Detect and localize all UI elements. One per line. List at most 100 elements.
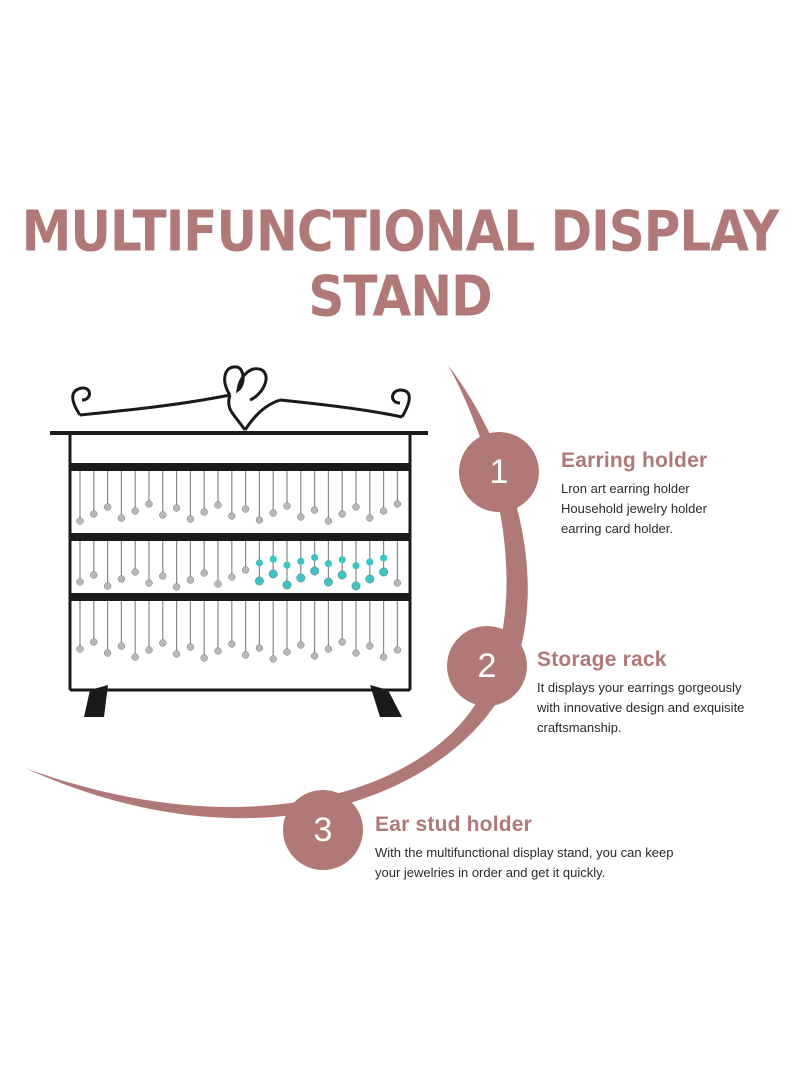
earring-charm xyxy=(159,511,167,519)
earring-charm xyxy=(269,655,277,663)
earring-charm xyxy=(379,653,388,661)
feature-1-line: Lron art earring holder xyxy=(561,481,690,496)
earring-charm xyxy=(200,569,208,577)
earring-charm xyxy=(379,567,389,577)
feature-1-line: Household jewelry holder xyxy=(561,501,707,516)
earring-charm xyxy=(172,583,181,591)
earring-charm xyxy=(228,512,236,520)
earring-charm xyxy=(393,579,402,587)
earring-charm xyxy=(117,514,126,522)
earring-charm xyxy=(310,652,319,660)
earring-charm xyxy=(324,517,333,525)
earring-charm xyxy=(186,576,195,584)
earring-charm xyxy=(297,641,305,649)
feature-3-title: Ear stud holder xyxy=(375,813,533,836)
earring-bead xyxy=(297,557,305,565)
earring-charm xyxy=(255,644,264,652)
feature-3-line: With the multifunctional display stand, … xyxy=(375,845,674,860)
earring-charm xyxy=(310,506,319,514)
earring-charm xyxy=(90,510,98,518)
earring-charm xyxy=(103,582,112,590)
feature-2: Storage rack It displays your earrings g… xyxy=(537,648,744,738)
feature-1-title: Earring holder xyxy=(561,449,708,472)
earring-charm xyxy=(337,570,347,580)
feature-2-line: It displays your earrings gorgeously xyxy=(537,680,742,695)
earring-charm xyxy=(186,515,195,523)
earring-charm xyxy=(103,503,112,511)
earring-charm xyxy=(200,508,208,516)
earring-charm xyxy=(159,639,167,647)
earring-bead xyxy=(324,559,332,568)
feature-3-number: 3 xyxy=(313,810,333,849)
earring-charm xyxy=(186,643,195,651)
earring-bead xyxy=(311,553,319,562)
earring-charm xyxy=(145,500,153,508)
feature-3-line: your jewelries in order and get it quick… xyxy=(375,865,606,880)
earring-charm xyxy=(214,580,222,588)
earring-charm xyxy=(228,640,236,648)
feature-2-line: with innovative design and exquisite xyxy=(537,700,745,715)
earring-charm xyxy=(117,642,126,650)
earring-charm xyxy=(172,650,181,658)
earring-charm xyxy=(254,576,264,586)
earring-charm xyxy=(228,573,236,581)
earring-charm xyxy=(268,569,278,579)
earring-charm xyxy=(338,510,346,518)
rack-feet xyxy=(84,685,402,717)
arc-band xyxy=(25,365,528,819)
page-title: MULTIFUNCTIONAL DISPLAY STAND xyxy=(21,199,780,329)
earring-charm xyxy=(145,579,153,587)
earring-charm xyxy=(393,646,402,654)
earring-charm xyxy=(200,654,208,662)
earring-charm xyxy=(255,516,264,524)
feature-2-number: 2 xyxy=(477,646,497,685)
earring-charm xyxy=(159,572,167,580)
earring-charm xyxy=(379,507,388,515)
earring-charm xyxy=(283,648,291,656)
earring-charm xyxy=(269,509,277,517)
earring-charm xyxy=(310,566,320,576)
earring-charm xyxy=(241,651,250,659)
feature-2-badge: 2 xyxy=(447,626,527,706)
feature-1: Earring holder Lron art earring holder H… xyxy=(561,449,707,539)
earring-charm xyxy=(352,503,360,511)
earring-charm xyxy=(76,517,84,525)
earring-charm xyxy=(282,580,292,590)
earring-charm xyxy=(297,513,305,521)
earring-charm xyxy=(145,646,153,654)
earring-bead xyxy=(352,562,360,570)
earring-bead xyxy=(255,559,263,567)
feature-2-line: craftsmanship. xyxy=(537,720,622,735)
earring-charm xyxy=(172,504,181,512)
feature-1-badge: 1 xyxy=(459,432,539,512)
earring-charm xyxy=(338,638,346,646)
earring-charm xyxy=(241,505,250,513)
earring-charm xyxy=(214,501,222,509)
earring-rack-image xyxy=(50,365,428,717)
feature-3: Ear stud holder With the multifunctional… xyxy=(375,813,673,883)
earring-charm xyxy=(365,574,375,584)
earring-charm xyxy=(351,581,361,591)
earring-charm xyxy=(366,514,374,522)
feature-1-number: 1 xyxy=(489,452,509,491)
earring-bead xyxy=(283,561,291,569)
rack-bars xyxy=(70,463,410,601)
earring-bead xyxy=(338,556,346,564)
earring-charm xyxy=(117,575,126,583)
earring-charm xyxy=(90,638,98,646)
earring-charm xyxy=(214,647,222,655)
earring-charm xyxy=(131,568,139,576)
earring-charm xyxy=(76,578,84,586)
earring-bead xyxy=(366,558,374,566)
earring-charm xyxy=(366,642,374,650)
earring-charm xyxy=(76,645,84,653)
rack-frame xyxy=(50,365,428,692)
earrings xyxy=(76,471,402,663)
feature-3-badge: 3 xyxy=(283,790,363,870)
earring-charm xyxy=(323,577,333,587)
earring-charm xyxy=(296,573,306,583)
earring-charm xyxy=(283,502,291,510)
earring-charm xyxy=(131,507,139,515)
earring-charm xyxy=(131,653,139,661)
